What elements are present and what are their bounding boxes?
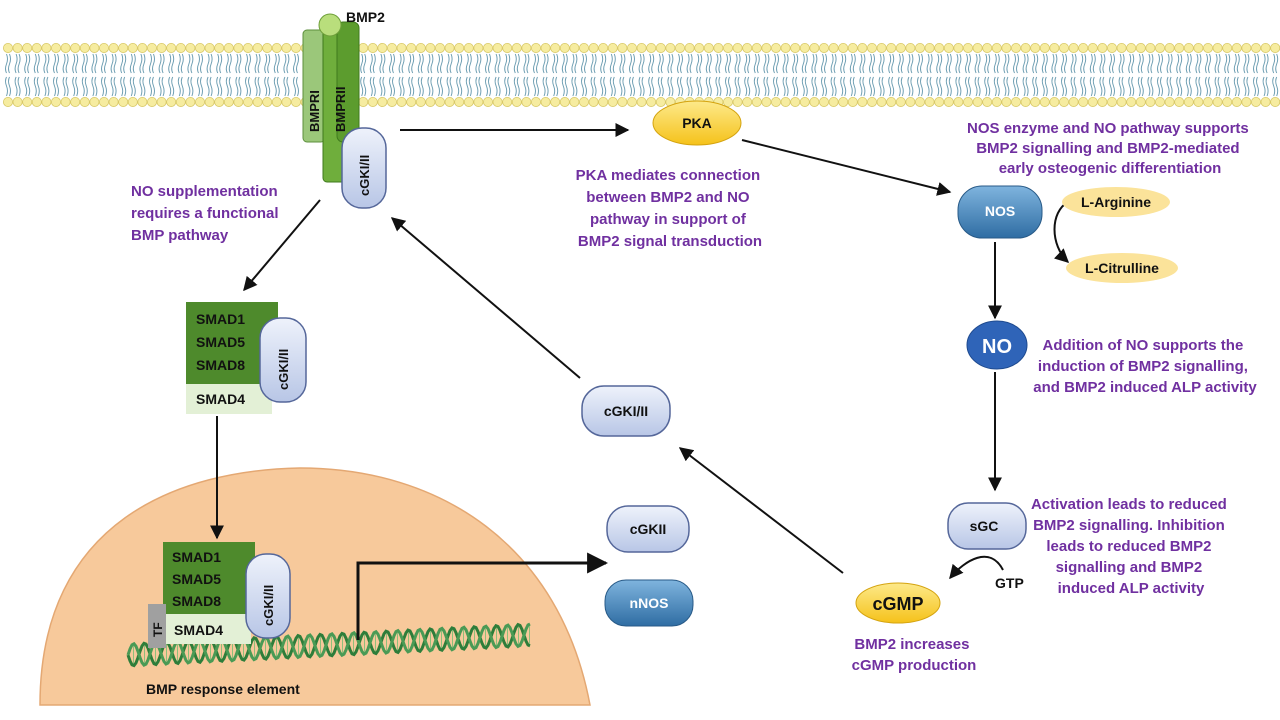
nitric-oxide [966,320,1028,370]
bmp2-label: BMP2 [346,9,385,25]
nuc-smad1-label: SMAD1 [172,549,221,565]
smad4-label: SMAD4 [196,391,245,407]
l-citrulline-label: L-Citrulline [1085,260,1159,276]
pka-enzyme [652,100,742,146]
nucleus [39,467,591,706]
sgc-label: sGC [970,518,999,534]
arrow-gtp-to-cgmp [949,555,1004,580]
nos-label: NOS [985,203,1015,219]
pka-label: PKA [682,115,712,131]
nuc-smad5-label: SMAD5 [172,571,221,587]
l-arginine-label: L-Arginine [1081,194,1151,210]
arrow-transcription [356,552,609,640]
bmp-receptor-complex: BMP2 BMPRI BMPRII cGKI/II [302,9,387,209]
nnos-target [604,579,694,627]
dna-helix [126,622,531,668]
nuc-smad4-label: SMAD4 [174,622,223,638]
smad1-label: SMAD1 [196,311,245,327]
bmprii-label: BMPRII [333,87,348,133]
cell-membrane [3,43,1280,108]
sgc-enzyme [947,502,1027,550]
cgk-receptor-bound [341,127,387,209]
arrow-cgmp-to-cgk [678,447,844,574]
annotation-no: Addition of NO supports the induction of… [1033,337,1257,396]
annotation-pka: PKA mediates connection between BMP2 and… [576,167,765,250]
smad8-label: SMAD8 [196,357,245,373]
smad5-label: SMAD5 [196,334,245,350]
cgkii-target [606,505,690,553]
nuc-smad8-label: SMAD8 [172,593,221,609]
arrow-cgk-to-receptor [390,217,581,379]
annotation-cgmp: BMP2 increases cGMP production [852,636,977,674]
bmp2-ligand [318,13,342,37]
cgkii-label: cGKII [630,521,667,537]
l-arginine [1062,187,1170,217]
cgk-free [581,385,671,437]
smad-complex-cytoplasm: SMAD1 SMAD5 SMAD8 SMAD4 cGKI/II [186,302,307,414]
arrow-receptor-to-smad [243,199,321,292]
no-label: NO [982,336,1012,358]
tf-label: TF [151,622,165,637]
gtp-label: GTP [995,575,1024,591]
annotation-no-supplementation: NO supplementation requires a functional… [131,183,283,244]
smad-complex-nucleus: TF SMAD1 SMAD5 SMAD8 SMAD4 cGKI/II [148,542,291,648]
annotation-sgc: Activation leads to reduced BMP2 signall… [1031,496,1231,597]
l-citrulline [1066,253,1178,283]
cgk-free-label: cGKI/II [604,403,648,419]
arrow-arginine-to-citrulline [1053,201,1070,263]
smad-cyto-cgk-label: cGKI/II [276,349,291,390]
nos-enzyme [957,185,1043,239]
bmpri-label: BMPRI [307,90,322,132]
bmp-response-element-label: BMP response element [146,681,300,697]
smad-nuc-cgk-label: cGKI/II [261,585,276,626]
annotation-nos: NOS enzyme and NO pathway supports BMP2 … [967,120,1253,177]
cgk-receptor-label: cGKI/II [357,155,372,196]
cgmp-label: cGMP [872,594,923,614]
cgmp-molecule [855,582,941,624]
nnos-label: nNOS [630,595,669,611]
arrow-pka-to-nos [741,139,952,196]
